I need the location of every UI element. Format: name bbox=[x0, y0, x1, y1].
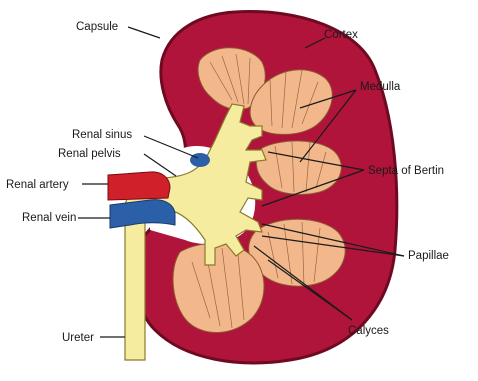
label-renal-sinus: Renal sinus bbox=[72, 129, 132, 141]
label-renal-pelvis: Renal pelvis bbox=[58, 148, 121, 160]
label-medulla: Medulla bbox=[360, 81, 401, 93]
label-papillae: Papillae bbox=[408, 250, 449, 262]
label-cortex: Cortex bbox=[324, 29, 358, 41]
sinus-vessel bbox=[190, 153, 210, 167]
label-calyces: Calyces bbox=[348, 325, 389, 337]
label-renal-artery: Renal artery bbox=[6, 179, 69, 191]
label-septa-of-bertin: Septa of Bertin bbox=[368, 165, 444, 177]
label-renal-vein: Renal vein bbox=[22, 212, 76, 224]
renal-artery bbox=[108, 172, 170, 200]
pyramid-3 bbox=[256, 141, 341, 194]
label-capsule: Capsule bbox=[76, 21, 118, 33]
label-ureter: Ureter bbox=[62, 332, 94, 344]
